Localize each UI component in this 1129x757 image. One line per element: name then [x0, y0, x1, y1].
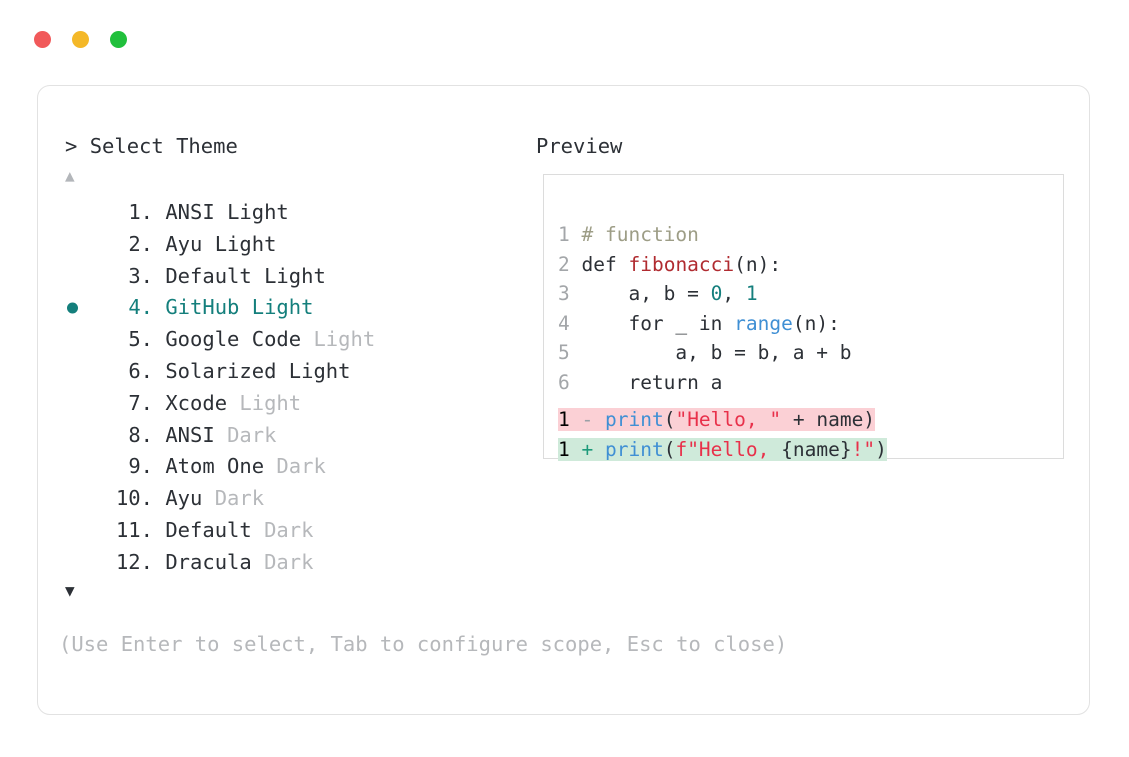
theme-item-variant: Dark	[264, 517, 314, 542]
theme-item-name: Default	[153, 517, 265, 542]
window-traffic-lights	[34, 31, 127, 48]
theme-list-item[interactable]: 7. Xcode Light	[65, 388, 505, 420]
theme-item-name: ANSI	[153, 200, 228, 224]
theme-item-variant: Light	[239, 390, 302, 415]
maximize-icon[interactable]	[110, 31, 127, 48]
theme-item-index: 6.	[128, 358, 153, 383]
theme-item-index: 7.	[128, 390, 153, 415]
theme-item-name: Google Code	[153, 327, 314, 352]
minimize-icon[interactable]	[72, 31, 89, 48]
theme-item-name: GitHub	[153, 295, 252, 320]
theme-item-variant: Light	[288, 358, 351, 383]
theme-item-variant: Dark	[214, 486, 265, 511]
theme-item-index: 2.	[128, 231, 153, 256]
keyboard-hint: (Use Enter to select, Tab to configure s…	[59, 632, 788, 656]
theme-item-index: 8.	[128, 422, 153, 447]
theme-item-name: Ayu	[153, 231, 215, 256]
theme-list-item[interactable]: 1. ANSI Light	[65, 197, 505, 229]
theme-item-name: Default	[153, 263, 265, 288]
scroll-up-icon[interactable]: ▲	[65, 166, 75, 185]
theme-item-name: ANSI	[153, 422, 228, 447]
theme-item-variant: Dark	[227, 422, 277, 447]
diff-line-add: 1 + print(f"Hello, {name}!")	[558, 437, 887, 461]
theme-item-index: 12.	[115, 549, 153, 574]
theme-item-variant: Light	[313, 327, 376, 352]
prompt-marker: >	[65, 134, 78, 158]
theme-list-item[interactable]: 11. Default Dark	[65, 515, 505, 547]
theme-list-item[interactable]: 10. Ayu Dark	[65, 483, 505, 515]
theme-item-variant: Dark	[264, 549, 314, 574]
code-preview: 1 # function 2 def fibonacci(n): 3 a, b …	[558, 223, 852, 394]
scroll-down-icon[interactable]: ▼	[65, 581, 75, 600]
theme-item-variant: Dark	[276, 454, 326, 479]
theme-list-item[interactable]: 3. Default Light	[65, 261, 505, 293]
theme-item-index: 4.	[128, 295, 153, 320]
theme-item-name: Ayu	[153, 486, 215, 511]
theme-list-item[interactable]: 12. Dracula Dark	[65, 547, 505, 579]
theme-list-item[interactable]: 2. Ayu Light	[65, 229, 505, 261]
prompt-line: > Select Theme	[65, 134, 238, 158]
theme-list-item[interactable]: 4. GitHub Light	[65, 292, 505, 324]
theme-list-item[interactable]: 6. Solarized Light	[65, 356, 505, 388]
theme-item-variant: Light	[264, 263, 326, 288]
theme-list-item[interactable]: 8. ANSI Dark	[65, 420, 505, 452]
theme-item-name: Atom One	[153, 454, 277, 479]
theme-item-index: 9.	[128, 454, 153, 479]
theme-item-index: 1.	[128, 200, 153, 224]
theme-item-index: 10.	[115, 486, 153, 511]
theme-item-index: 3.	[128, 263, 153, 288]
theme-item-index: 11.	[115, 517, 153, 542]
preview-label: Preview	[536, 134, 623, 158]
close-icon[interactable]	[34, 31, 51, 48]
selected-bullet-icon	[67, 302, 78, 314]
theme-item-variant: Light	[214, 231, 277, 256]
diff-line-delete: 1 - print("Hello, " + name)	[558, 408, 876, 431]
theme-item-variant: Light	[227, 200, 289, 224]
theme-item-index: 5.	[128, 327, 153, 352]
theme-item-name: Solarized	[153, 358, 289, 383]
page-title: Select Theme	[89, 134, 238, 158]
theme-list-item[interactable]: 9. Atom One Dark	[65, 451, 505, 483]
theme-item-variant: Light	[251, 295, 314, 320]
preview-panel: 1 # function 2 def fibonacci(n): 3 a, b …	[543, 174, 1064, 461]
theme-item-name: Xcode	[153, 390, 240, 415]
theme-item-name: Dracula	[153, 549, 265, 574]
theme-list-item[interactable]: 5. Google Code Light	[65, 324, 505, 356]
